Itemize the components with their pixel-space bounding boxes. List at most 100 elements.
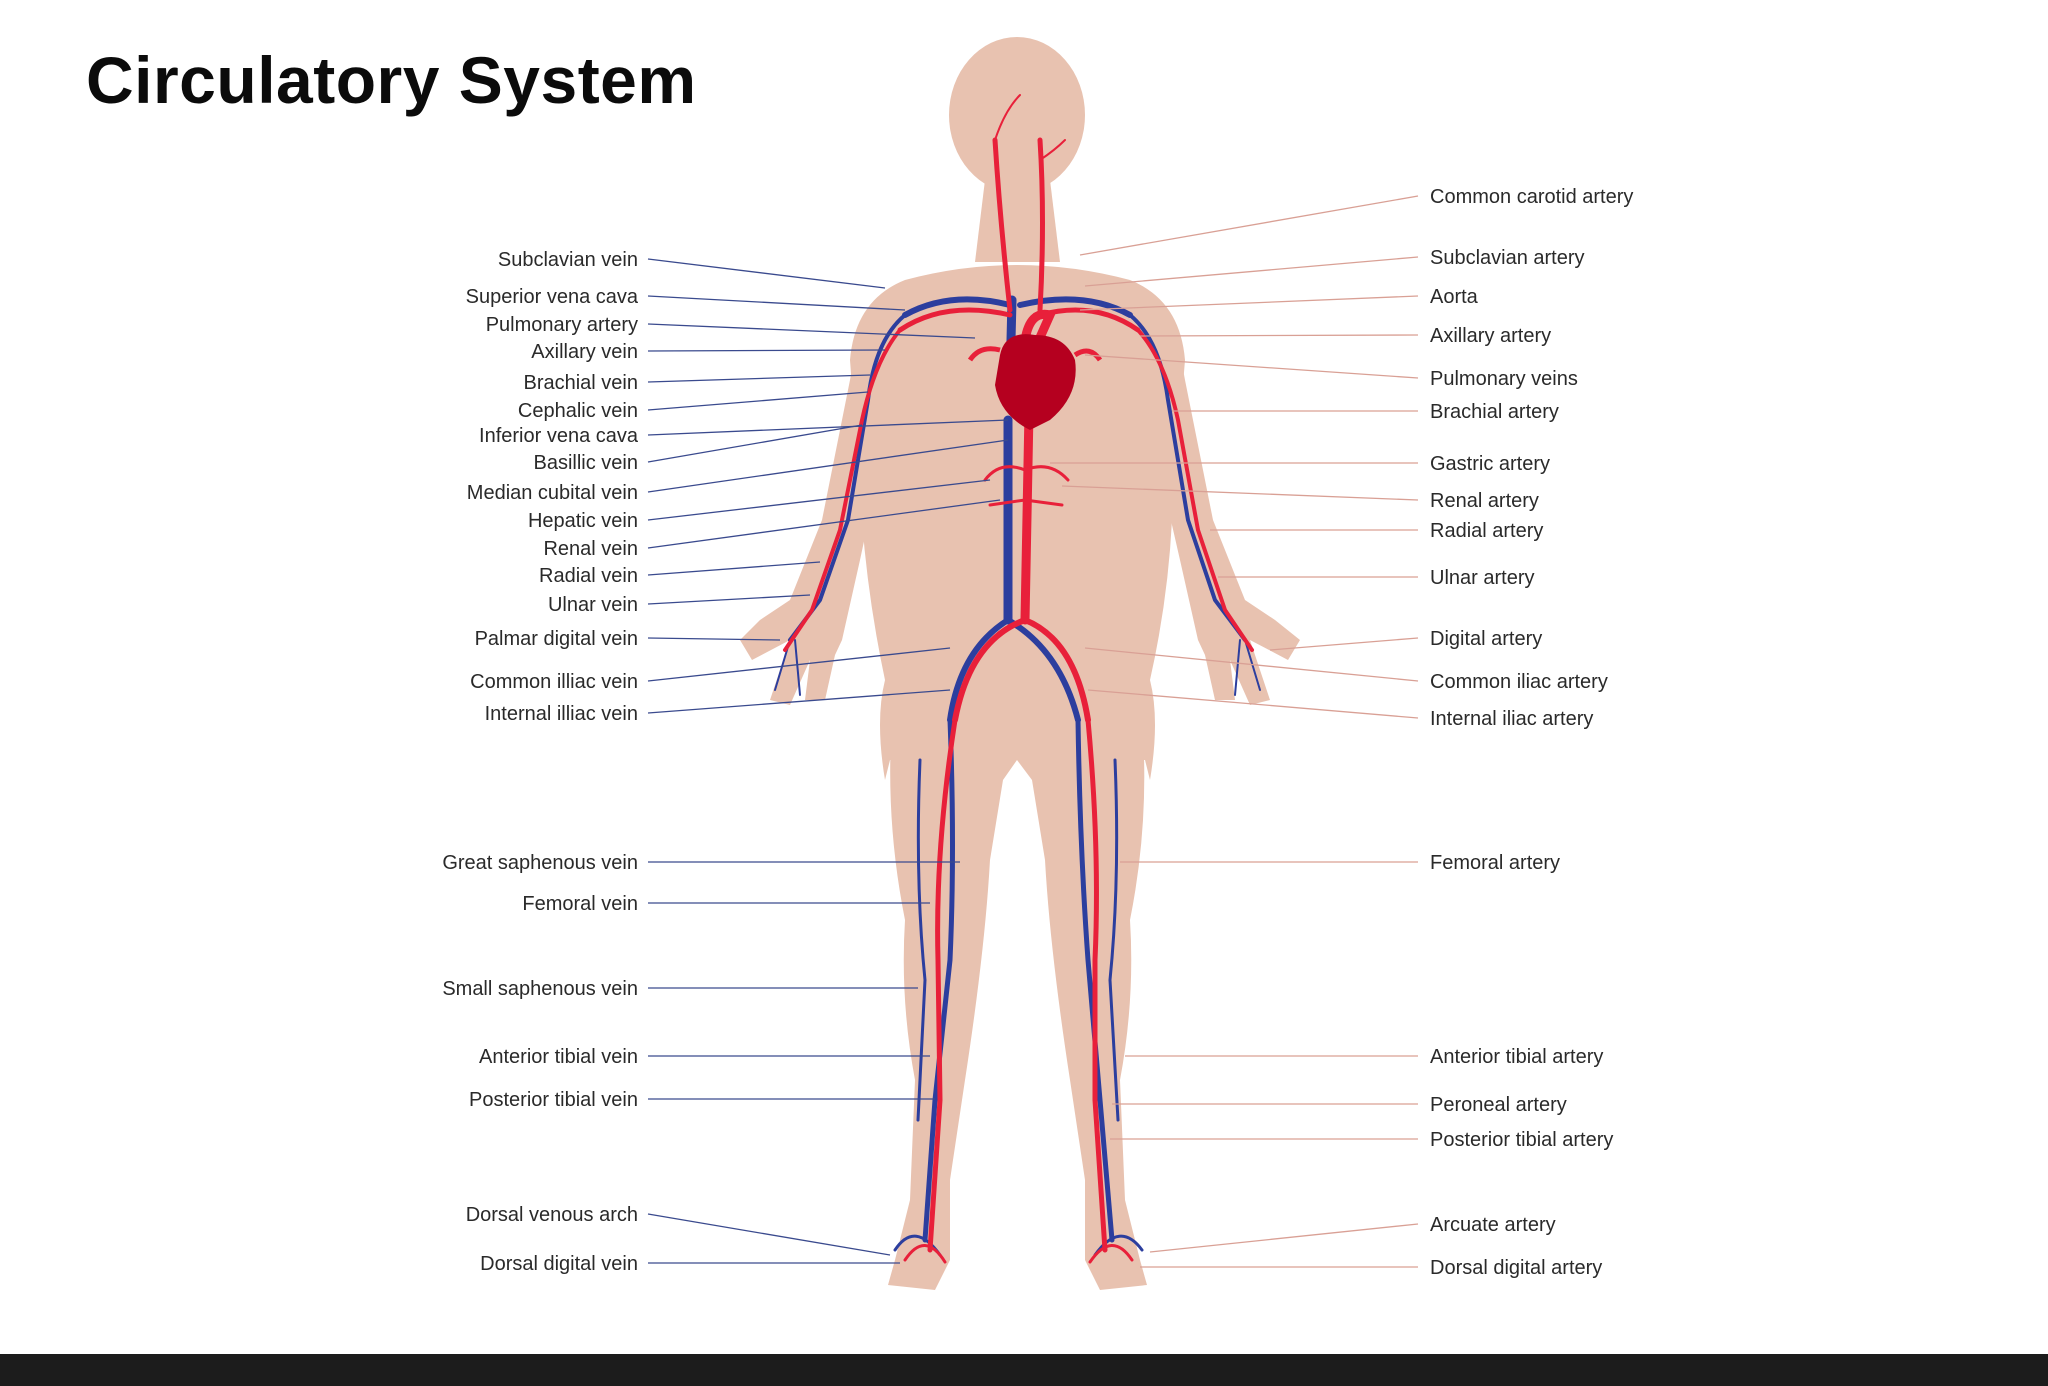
vein-label: Inferior vena cava: [479, 425, 639, 447]
right-iliac-artery: [1022, 617, 1091, 723]
subclavian-artery-left: [897, 307, 1013, 333]
vein-leader-line: [647, 419, 1009, 436]
vein-leader-line: [647, 637, 781, 641]
vein-label: Dorsal digital vein: [480, 1253, 638, 1275]
pulmonary-vessels: [967, 346, 1103, 362]
artery-leader-line: [1079, 295, 1419, 311]
artery-label: Peroneal artery: [1430, 1094, 1567, 1116]
artery-leader-line: [1084, 256, 1419, 287]
artery-label: Dorsal digital artery: [1430, 1257, 1602, 1279]
vein-leader-line: [647, 374, 871, 383]
left-arm: [740, 300, 905, 705]
left-leg-vein-2: [916, 758, 927, 1122]
heart: [967, 334, 1103, 430]
vein-leader-line: [647, 439, 1009, 493]
right-leg-artery: [1085, 717, 1108, 1253]
artery-label: Arcuate artery: [1430, 1214, 1556, 1236]
subclavian-vein-left: [902, 296, 1013, 318]
artery-label: Renal artery: [1430, 490, 1539, 512]
vein-label: Small saphenous vein: [442, 978, 638, 1000]
right-iliac-vein: [1005, 617, 1081, 723]
artery-leader-line: [1061, 485, 1419, 501]
artery-leader-line: [1139, 334, 1419, 337]
artery-label: Subclavian artery: [1430, 247, 1585, 269]
bottom-bar: [0, 1354, 2048, 1386]
vein-label: Anterior tibial vein: [479, 1046, 638, 1068]
artery-leader-line: [1149, 1223, 1419, 1253]
artery-label: Aorta: [1430, 286, 1479, 308]
artery-label: Brachial artery: [1430, 401, 1559, 423]
vein-label: Axillary vein: [531, 341, 638, 363]
vein-leader-line: [647, 594, 811, 605]
artery-leader-line: [1079, 195, 1419, 256]
vein-label: Ulnar vein: [548, 594, 638, 616]
vein-label: Palmar digital vein: [475, 628, 638, 650]
gastric-branches: [983, 465, 1070, 482]
vein-label: Femoral vein: [522, 893, 638, 915]
left-arm-artery: [783, 328, 902, 652]
vein-label: Median cubital vein: [467, 482, 638, 504]
vein-label: Hepatic vein: [528, 510, 638, 532]
right-leg-vein: [1075, 717, 1115, 1243]
vein-leader-line: [647, 1213, 891, 1256]
page-title: Circulatory System: [86, 43, 697, 117]
vein-leader-line: [647, 349, 886, 352]
vein-leader-line: [647, 561, 821, 576]
vein-leader-line: [647, 424, 863, 463]
artery-label: Axillary artery: [1430, 325, 1551, 347]
left-arm-vein: [788, 313, 907, 642]
vein-leader-line: [647, 258, 886, 289]
common-carotid-right: [1037, 137, 1045, 313]
vein-label: Cephalic vein: [518, 400, 638, 422]
artery-leader-line: [1269, 637, 1419, 651]
vein-label: Superior vena cava: [466, 286, 639, 308]
artery-label: Femoral artery: [1430, 852, 1560, 874]
right-leg: [1017, 720, 1147, 1290]
right-foot-artery: [1088, 1244, 1134, 1264]
vein-label: Great saphenous vein: [442, 852, 638, 874]
heart-icon: [995, 334, 1076, 430]
torso: [850, 265, 1185, 780]
artery-label: Posterior tibial artery: [1430, 1129, 1613, 1151]
right-leg-vein-2: [1108, 758, 1120, 1122]
vein-leader-line: [647, 499, 1001, 549]
vein-label: Pulmonary artery: [486, 314, 638, 336]
artery-label: Digital artery: [1430, 628, 1542, 650]
left-iliac-artery: [952, 617, 1028, 723]
artery-label: Ulnar artery: [1430, 567, 1534, 589]
vein-label: Posterior tibial vein: [469, 1089, 638, 1111]
left-foot-artery: [903, 1244, 947, 1264]
vein-label: Radial vein: [539, 565, 638, 587]
subclavian-vein-right: [1017, 296, 1133, 318]
body-silhouette: [740, 37, 1300, 1290]
vein-label: Renal vein: [543, 538, 638, 560]
vein-leader-line: [647, 323, 976, 339]
renal-branches: [988, 498, 1064, 507]
vein-leader-line: [647, 295, 906, 311]
common-carotid-left: [992, 137, 1013, 313]
leader-lines: [647, 195, 1419, 1268]
artery-label: Common iliac artery: [1430, 671, 1608, 693]
vein-label: Dorsal venous arch: [466, 1204, 638, 1226]
vein-label: Basillic vein: [534, 452, 638, 474]
artery-label: Gastric artery: [1430, 453, 1550, 475]
vein-leader-line: [647, 391, 869, 411]
artery-label: Common carotid artery: [1430, 186, 1633, 208]
artery-leader-line: [1087, 689, 1419, 719]
vein-label: Internal illiac vein: [485, 703, 638, 725]
artery-leader-line: [1084, 647, 1419, 682]
artery-label: Pulmonary veins: [1430, 368, 1578, 390]
vein-leader-line: [647, 479, 991, 521]
left-leg-artery: [927, 717, 958, 1253]
vein-label: Common illiac vein: [470, 671, 638, 693]
vein-label: Brachial vein: [523, 372, 638, 394]
vein-leader-line: [647, 689, 951, 714]
head-branches: [994, 94, 1066, 161]
head: [949, 37, 1085, 193]
right-arm-artery: [1136, 328, 1254, 652]
vein-label: Subclavian vein: [498, 249, 638, 271]
artery-label: Radial artery: [1430, 520, 1543, 542]
left-iliac-vein: [947, 617, 1011, 723]
